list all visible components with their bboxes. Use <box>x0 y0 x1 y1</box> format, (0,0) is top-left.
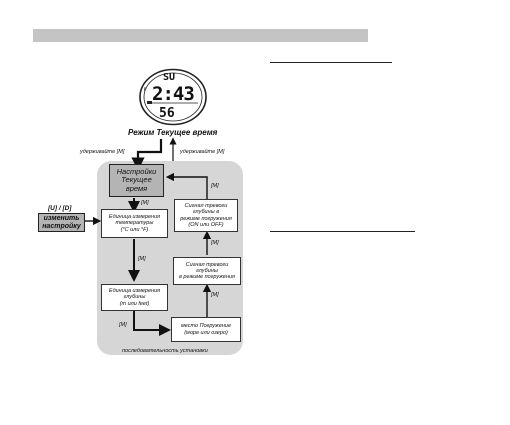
section-header-bar <box>33 29 368 42</box>
hold-m-label-left: удерживайте [M] <box>80 149 125 155</box>
edit-setting-box: изменить настройку <box>38 213 85 232</box>
watch-face: SU P 2:43 56 <box>138 68 208 126</box>
watch-pm-marker: P <box>144 87 147 92</box>
temperature-unit-box: Единица измерения температуры (°C или °F… <box>101 209 168 238</box>
m-label-2: [M] <box>141 200 149 206</box>
m-label-4: [M] <box>211 240 219 246</box>
sequence-footer: последовательность установки <box>122 348 208 354</box>
text-rule-top <box>270 62 392 63</box>
m-label-5: [M] <box>211 292 219 298</box>
watch-bezel-icon <box>139 68 207 126</box>
depth-unit-box: Единица измерения глубины (m или feet) <box>101 284 168 311</box>
dive-place-box: место Погружение (море или озеро) <box>171 317 241 342</box>
hold-m-label-right: удерживайте [M] <box>180 149 225 155</box>
depth-alarm-dive-box: Сигнал тревоги глубины в режиме погружен… <box>173 257 241 285</box>
watch-time: 2:43 <box>152 83 195 105</box>
m-label-3: [M] <box>138 256 146 262</box>
text-rule-bottom <box>270 231 415 232</box>
up-down-keys-label: [U] / [D] <box>48 205 72 212</box>
m-label-1: [M] <box>211 183 219 189</box>
watch-seconds: 56 <box>159 106 175 121</box>
m-label-6: [M] <box>119 322 127 328</box>
settings-box: Настройки Текущее время <box>109 164 164 197</box>
watch-day: SU <box>163 72 176 83</box>
mode-title: Режим Текущее время <box>128 128 218 137</box>
depth-alarm-onoff-box: Сигнал тревоги глубины в режиме погружен… <box>174 199 238 232</box>
